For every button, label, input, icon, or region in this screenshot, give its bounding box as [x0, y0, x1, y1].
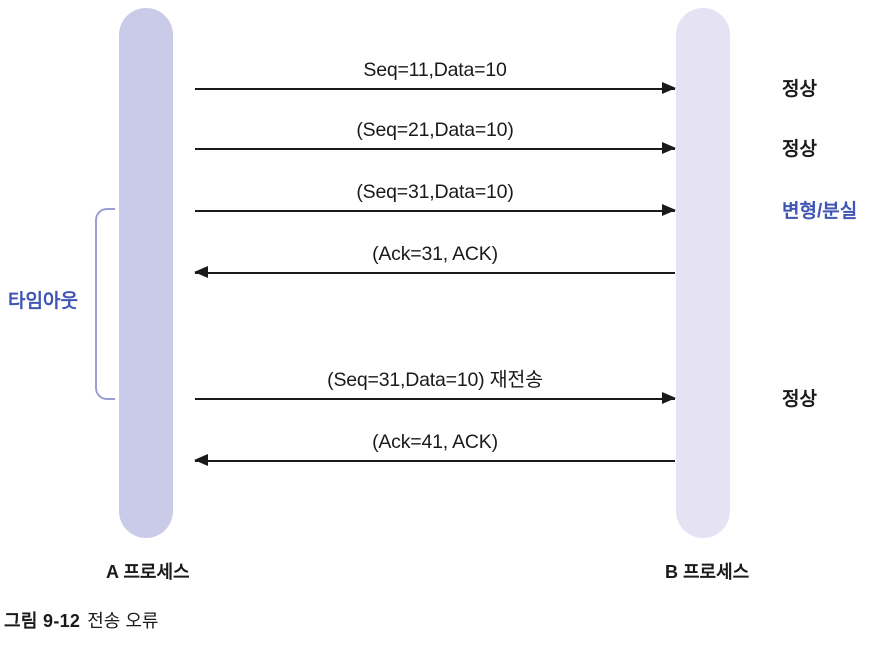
arrow-head-right-icon	[662, 204, 676, 216]
arrow-head-left-icon	[194, 454, 208, 466]
status-note: 정상	[782, 139, 817, 160]
figure-caption: 그림 9-12 전송 오류	[4, 612, 159, 630]
figure-caption-number: 그림 9-12	[4, 611, 81, 631]
lifeline-b-process	[676, 8, 730, 538]
message-label: Seq=11,Data=10	[363, 58, 507, 81]
arrow-line	[195, 148, 675, 150]
actor-label-a: A 프로세스	[106, 562, 190, 582]
lifeline-a-process	[119, 8, 173, 538]
arrow-line	[195, 88, 675, 90]
message-label: (Seq=31,Data=10)	[356, 180, 514, 203]
timeout-label: 타임아웃	[8, 291, 78, 312]
arrow-line	[195, 398, 675, 400]
status-note: 정상	[782, 389, 817, 410]
timeout-bracket-icon	[95, 208, 115, 400]
message-label: (Seq=21,Data=10)	[356, 118, 514, 141]
arrow-head-right-icon	[662, 142, 676, 154]
message-label: (Ack=41, ACK)	[372, 430, 498, 453]
status-note-error: 변형/분실	[782, 201, 858, 222]
actor-label-b: B 프로세스	[665, 562, 750, 582]
arrow-line	[195, 460, 675, 462]
status-note: 정상	[782, 79, 817, 100]
message-label: (Seq=31,Data=10) 재전송	[327, 368, 543, 391]
arrow-head-left-icon	[194, 266, 208, 278]
arrow-head-right-icon	[662, 392, 676, 404]
message-label: (Ack=31, ACK)	[372, 242, 498, 265]
figure-caption-title: 전송 오류	[87, 611, 159, 631]
arrow-line	[195, 210, 675, 212]
arrow-head-right-icon	[662, 82, 676, 94]
arrow-line	[195, 272, 675, 274]
